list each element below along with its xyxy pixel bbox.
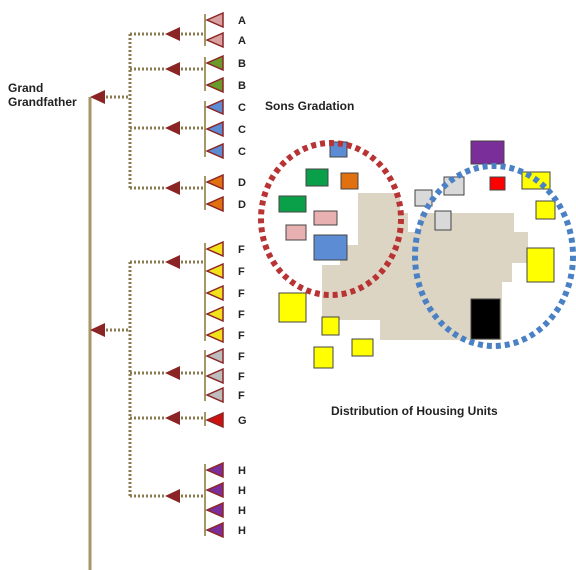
- child-label: H: [238, 505, 246, 517]
- child-arrow: [205, 31, 224, 49]
- parent-arrow: [165, 27, 180, 41]
- unit-orange: [340, 172, 359, 190]
- child-arrow: [205, 481, 224, 499]
- sons-gradation-title: Sons Gradation: [265, 99, 354, 113]
- child-label: F: [238, 351, 245, 363]
- child-label: D: [238, 199, 246, 211]
- unit-pink: [313, 210, 338, 226]
- child-label: H: [238, 525, 246, 537]
- child-label: F: [238, 244, 245, 256]
- blue-dashed-circle: [412, 163, 576, 349]
- root-label-line1: Grand: [8, 81, 43, 95]
- unit-yellow: [321, 316, 340, 336]
- child-label: H: [238, 465, 246, 477]
- child-arrow: [205, 173, 224, 191]
- child-arrow: [205, 461, 224, 479]
- child-label: H: [238, 485, 246, 497]
- child-arrow: [205, 76, 224, 94]
- child-arrow: [205, 11, 224, 29]
- child-arrow: [205, 262, 224, 280]
- child-label: F: [238, 371, 245, 383]
- child-label: A: [238, 35, 246, 47]
- child-label: B: [238, 80, 246, 92]
- parent-arrow: [165, 411, 180, 425]
- child-label: C: [238, 102, 246, 114]
- unit-gray: [434, 210, 452, 231]
- root-label-line2: Grandfather: [8, 95, 77, 109]
- child-arrow: [205, 347, 224, 365]
- child-label: F: [238, 288, 245, 300]
- red-dashed-circle: [258, 140, 404, 298]
- parent-arrow: [165, 62, 180, 76]
- child-label: F: [238, 266, 245, 278]
- unit-yellow: [278, 292, 307, 323]
- unit-purple: [470, 140, 505, 165]
- child-arrow: [205, 120, 224, 138]
- unit-green: [278, 195, 307, 213]
- child-arrow: [205, 305, 224, 323]
- child-arrow: [205, 142, 224, 160]
- child-label: D: [238, 177, 246, 189]
- gen2-arrow: [90, 323, 105, 337]
- tree-connectors: [88, 14, 206, 570]
- child-arrow: [205, 98, 224, 116]
- unit-yellow: [535, 200, 556, 220]
- child-arrow: [205, 326, 224, 344]
- tree-arrows: [90, 11, 224, 539]
- child-arrow: [205, 367, 224, 385]
- parent-arrow: [165, 366, 180, 380]
- child-arrow: [205, 521, 224, 539]
- child-label: F: [238, 330, 245, 342]
- parent-arrow: [165, 181, 180, 195]
- unit-green: [305, 168, 329, 187]
- unit-red: [489, 176, 506, 191]
- unit-blue: [313, 234, 348, 261]
- housing-distribution-title: Distribution of Housing Units: [331, 404, 498, 418]
- unit-yellow: [351, 338, 374, 357]
- child-label: G: [238, 415, 247, 427]
- parent-arrow: [165, 255, 180, 269]
- unit-yellow: [526, 247, 555, 283]
- child-label: C: [238, 146, 246, 158]
- child-label: C: [238, 124, 246, 136]
- child-arrow: [205, 411, 224, 429]
- child-arrow: [205, 54, 224, 72]
- child-label: B: [238, 58, 246, 70]
- child-arrow: [205, 501, 224, 519]
- child-arrow: [205, 195, 224, 213]
- child-label: F: [238, 309, 245, 321]
- child-arrow: [205, 386, 224, 404]
- child-arrow: [205, 240, 224, 258]
- unit-yellow: [313, 346, 334, 369]
- child-label: F: [238, 390, 245, 402]
- root-arrow: [90, 90, 105, 104]
- child-arrow: [205, 284, 224, 302]
- unit-gray: [414, 189, 433, 207]
- parent-arrow: [165, 121, 180, 135]
- housing-distribution: Sons Gradation Distribution of Housing U…: [258, 99, 576, 418]
- child-label: A: [238, 15, 246, 27]
- unit-pink: [285, 224, 307, 241]
- parent-arrow: [165, 489, 180, 503]
- unit-black: [470, 298, 501, 340]
- housing-units: [278, 140, 556, 369]
